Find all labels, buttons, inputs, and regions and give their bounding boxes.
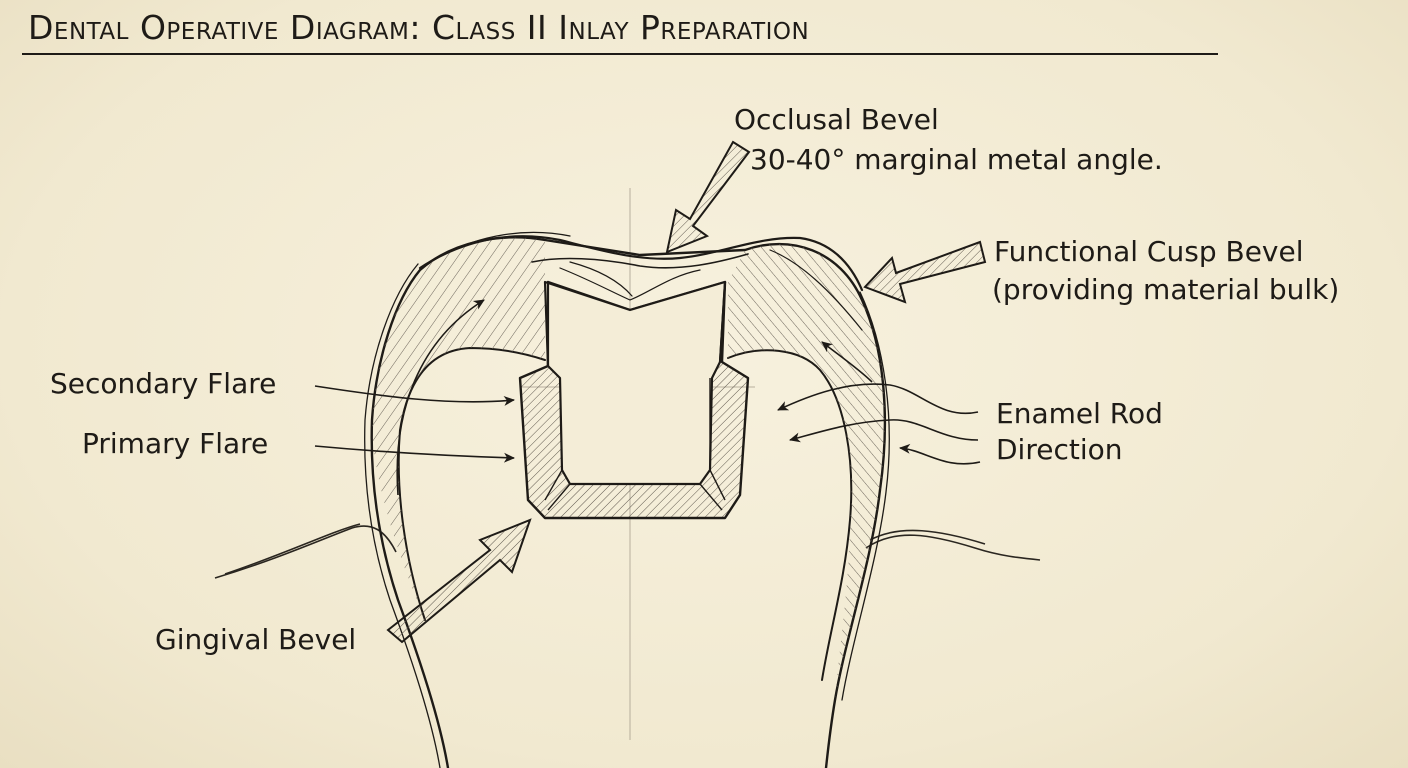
label-enamel-rod: Enamel Rod (996, 397, 1163, 430)
page-title: Dental Operative Diagram: Class II Inlay… (28, 8, 810, 47)
block-arrow-icon-functional-cusp (863, 240, 987, 304)
label-secondary-flare: Secondary Flare (50, 367, 277, 400)
label-enamel-rod-direction: Direction (996, 433, 1123, 466)
enamel-layer (372, 237, 885, 700)
curved-arrow-icon (314, 299, 981, 496)
cavity-preparation (518, 280, 750, 520)
occlusal-surface (418, 231, 864, 331)
block-arrow-icon-occlusal (665, 140, 751, 254)
label-functional-cusp-bevel: Functional Cusp Bevel (994, 235, 1304, 268)
label-occlusal-bevel: Occlusal Bevel (734, 103, 939, 136)
label-occlusal-bevel-note: 30-40° marginal metal angle. (750, 143, 1163, 176)
label-gingival-bevel: Gingival Bevel (155, 623, 357, 656)
gum-lines (214, 523, 1041, 579)
block-arrow-icon-gingival (386, 518, 532, 644)
label-functional-cusp-bevel-note: (providing material bulk) (992, 273, 1340, 306)
label-primary-flare: Primary Flare (82, 427, 269, 460)
title-underline (22, 53, 1218, 55)
